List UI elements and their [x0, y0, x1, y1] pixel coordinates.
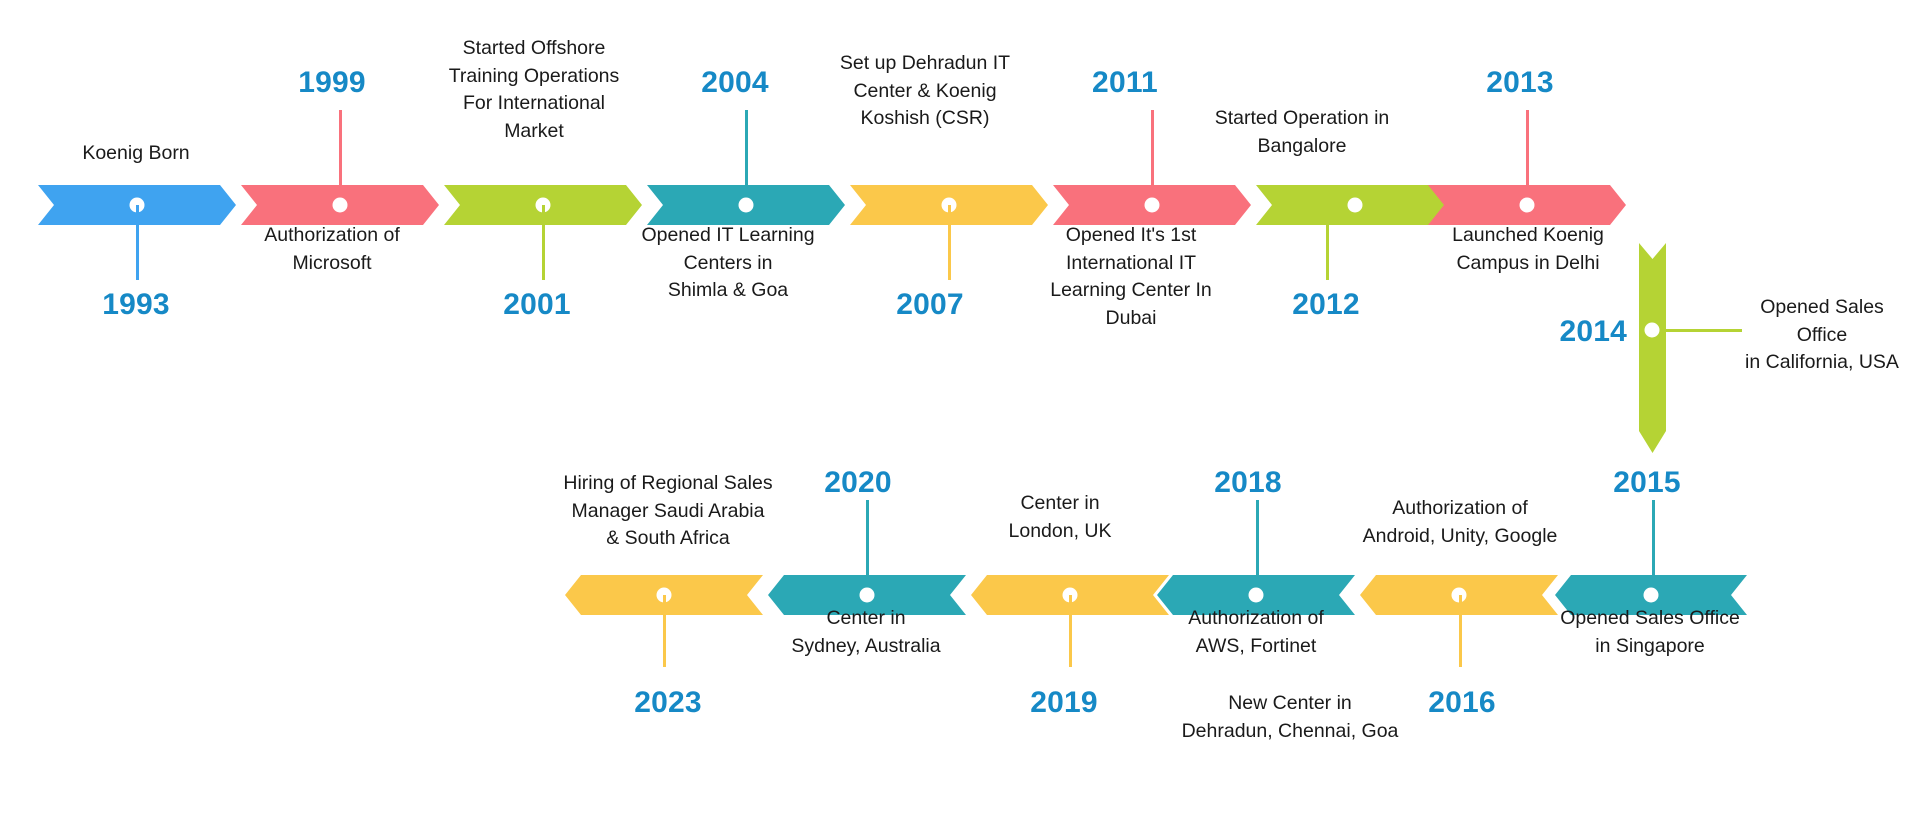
segment-marker-dot: [1144, 197, 1160, 213]
event-description-2016: Authorization of Android, Unity, Google: [1362, 497, 1558, 547]
event-description-1999: Authorization of Microsoft: [264, 224, 400, 274]
event-description-2020: Center in Sydney, Australia: [791, 607, 941, 657]
event-year-2020: 2020: [824, 466, 892, 499]
connector-stem-2004: [745, 110, 748, 186]
timeline-segment-2011[interactable]: [1053, 185, 1251, 225]
timeline-segment-2015[interactable]: [1555, 575, 1747, 615]
segment-marker-dot: [1519, 197, 1535, 213]
timeline-segment-2020[interactable]: [768, 575, 966, 615]
timeline-segment-2018[interactable]: [1157, 575, 1355, 615]
connector-stem-2015: [1652, 500, 1655, 576]
event-year-2013: 2013: [1486, 66, 1554, 99]
timeline-segment-2004[interactable]: [647, 185, 845, 225]
event-description-2018: Authorization of AWS, Fortinet: [1188, 607, 1324, 657]
segment-marker-dot: [738, 197, 754, 213]
connector-stem-2020: [866, 500, 869, 576]
segment-marker-dot: [1643, 587, 1659, 603]
connector-stem-2023: [663, 595, 666, 667]
event-year-2023: 2023: [634, 686, 702, 719]
connector-stem-2016: [1459, 595, 1462, 667]
event-description-2001: Started Offshore Training Operations For…: [448, 37, 620, 143]
connector-stem-2019: [1069, 595, 1072, 667]
event-year-2018: 2018: [1214, 466, 1282, 499]
event-year-2011: 2011: [1092, 66, 1158, 99]
segment-marker-dot: [1347, 197, 1363, 213]
event-description-2019: Center in London, UK: [1008, 492, 1112, 542]
event-year-2015: 2015: [1613, 466, 1681, 499]
event-description-2011: Opened It's 1st International IT Learnin…: [1050, 224, 1212, 330]
event-year-2004: 2004: [701, 66, 769, 99]
event-year-2014: 2014: [1559, 315, 1627, 348]
connector-stem-1993: [136, 205, 139, 280]
connector-stem-2012: [1326, 205, 1329, 280]
segment-marker-dot: [859, 587, 875, 603]
event-year-2001: 2001: [503, 288, 571, 321]
event-year-1999: 1999: [298, 66, 366, 99]
connector-stem-1999: [339, 110, 342, 186]
connector-stem-2001: [542, 205, 545, 280]
timeline-segment-2014[interactable]: [1639, 243, 1666, 453]
event-description-2015: Opened Sales Office in Singapore: [1560, 607, 1740, 657]
event-description-2012: Started Operation in Bangalore: [1214, 107, 1390, 157]
timeline-segment-2013[interactable]: [1428, 185, 1626, 225]
connector-stem-2018: [1256, 500, 1259, 576]
segment-marker-dot: [332, 197, 348, 213]
event-year-1993: 1993: [102, 288, 170, 321]
event-year-2019: 2019: [1030, 686, 1098, 719]
segment-marker-dot: [1644, 322, 1660, 338]
event-description-2023: Hiring of Regional Sales Manager Saudi A…: [563, 472, 773, 550]
event-description-2004: Opened IT Learning Centers in Shimla & G…: [641, 224, 815, 302]
timeline-segment-1999[interactable]: [241, 185, 439, 225]
event-year-2016: 2016: [1428, 686, 1496, 719]
connector-stem-2011: [1151, 110, 1154, 186]
connector-stem-2007: [948, 205, 951, 280]
event-description-1993: Koenig Born: [82, 142, 190, 164]
connector-stem-2014: [1660, 329, 1742, 332]
event-description-2007: Set up Dehradun IT Center & Koenig Koshi…: [839, 52, 1011, 130]
event-description-2018-extra: New Center in Dehradun, Chennai, Goa: [1181, 692, 1399, 742]
timeline-segment-2012[interactable]: [1256, 185, 1454, 225]
event-year-2012: 2012: [1292, 288, 1360, 321]
event-description-2013: Launched Koenig Campus in Delhi: [1452, 224, 1604, 274]
event-year-2007: 2007: [896, 288, 964, 321]
segment-marker-dot: [1248, 587, 1264, 603]
connector-stem-2013: [1526, 110, 1529, 186]
event-description-2014: Opened Sales Office in California, USA: [1745, 296, 1899, 374]
